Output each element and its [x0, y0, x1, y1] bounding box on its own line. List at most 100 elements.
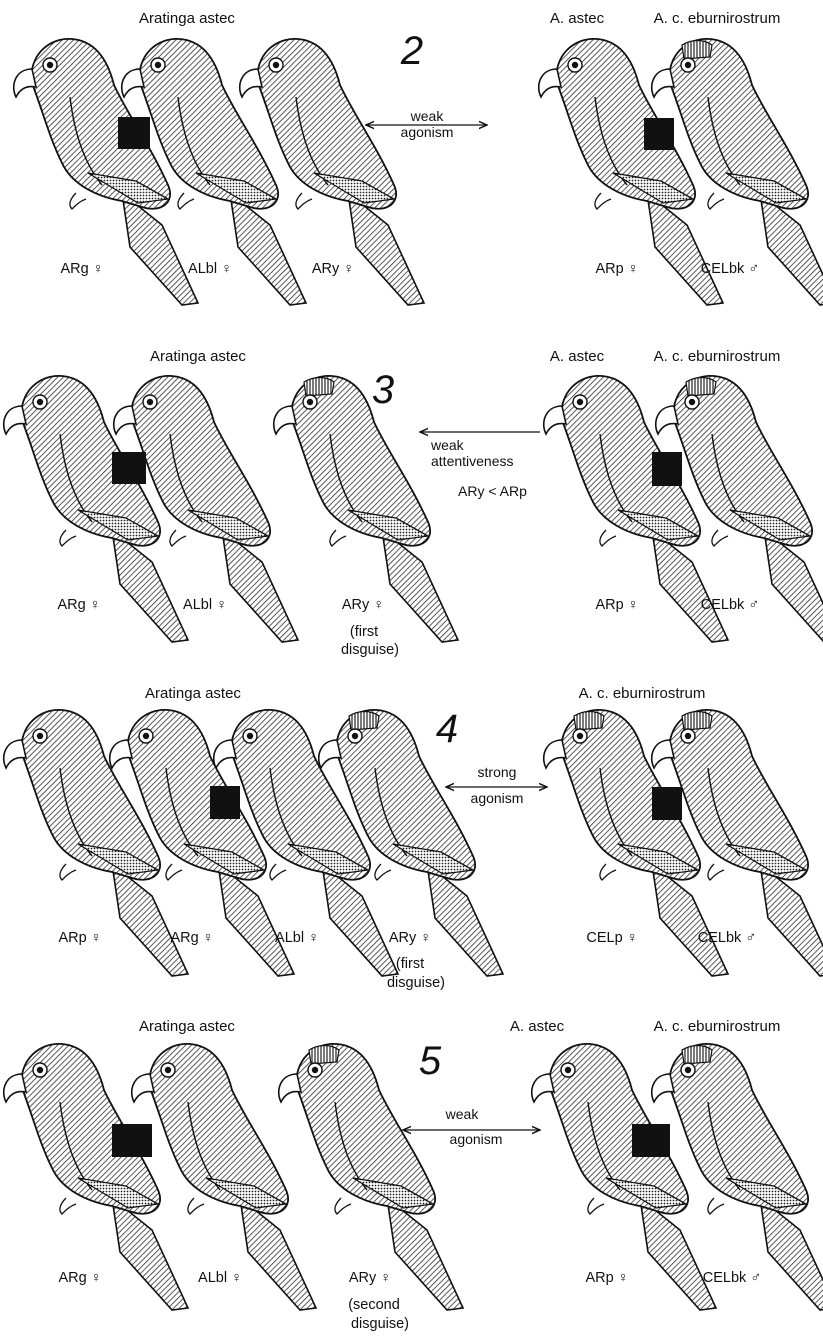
tail [758, 862, 823, 977]
foot [69, 192, 87, 210]
pupil [576, 732, 584, 740]
panel-number: 4 [436, 707, 458, 751]
parakeet [650, 709, 823, 977]
beak [112, 405, 138, 436]
beak [12, 68, 38, 99]
wing-patch [287, 843, 371, 875]
body [335, 709, 476, 881]
foot [59, 1197, 77, 1215]
interaction-label-line-2: agonism [401, 124, 454, 140]
panel-heading-right-1: A. c. eburnirostrum [579, 685, 706, 702]
pupil [36, 1066, 44, 1074]
panel-heading-right-1: A. astec [510, 1018, 565, 1035]
body [148, 1043, 289, 1215]
disguise-note-line-1: (first [350, 624, 378, 640]
tail [110, 1196, 190, 1311]
foot [707, 192, 725, 210]
body [20, 1043, 161, 1215]
parakeet [650, 38, 823, 306]
beak [277, 1073, 303, 1104]
body [560, 709, 701, 881]
tail [110, 862, 190, 977]
bird-label: ARg ♀ [57, 597, 100, 613]
body [290, 375, 431, 547]
panel-5: Aratinga astec A. astec A. c. eburnirost… [2, 1018, 823, 1332]
foot [269, 863, 287, 881]
parakeet [277, 1043, 465, 1311]
parakeet [650, 1043, 823, 1311]
beak [650, 1073, 676, 1104]
body [138, 38, 279, 210]
tail [638, 1196, 718, 1311]
parakeet [130, 1043, 318, 1311]
parakeet [2, 1043, 190, 1311]
tail [762, 528, 823, 643]
disguise-note-line-1: (second [348, 1297, 400, 1313]
parakeet [120, 38, 308, 306]
bird-label: ALbl ♀ [188, 261, 232, 277]
bird-label: ARg ♀ [58, 1270, 101, 1286]
wing-patch [77, 1177, 161, 1209]
parakeet [2, 375, 190, 643]
pupil [36, 398, 44, 406]
interaction-label-line-1: weak [410, 108, 445, 124]
tail [758, 191, 823, 306]
panel-number: 2 [400, 29, 423, 73]
beak [120, 68, 146, 99]
wing-patch [187, 509, 271, 541]
perch-band [210, 786, 240, 819]
parakeet [12, 38, 200, 306]
panel-heading-right-2: A. c. eburnirostrum [654, 1018, 781, 1035]
body [30, 38, 171, 210]
beak [537, 68, 563, 99]
parakeet [108, 709, 296, 977]
interaction-label-line-1: strong [478, 764, 517, 780]
wing-patch [617, 843, 701, 875]
body [548, 1043, 689, 1215]
foot [329, 529, 347, 547]
disguise-note-line-1: (first [396, 956, 424, 972]
panel-heading-left: Aratinga astec [145, 685, 241, 702]
foot [707, 1197, 725, 1215]
panel-number: 3 [372, 368, 394, 412]
tail [216, 862, 296, 977]
wing-patch [392, 843, 476, 875]
bird-label: ARp ♀ [58, 930, 101, 946]
pupil [311, 1066, 319, 1074]
body [230, 709, 371, 881]
head-stripes [303, 376, 335, 397]
bird-label: ARy ♀ [312, 261, 354, 277]
body [672, 375, 813, 547]
bird-group-left [2, 709, 505, 977]
wing-patch [77, 509, 161, 541]
panel-2: Aratinga astec A. astec A. c. eburnirost… [12, 10, 823, 306]
beak [530, 1073, 556, 1104]
panel-4: Aratinga astec A. c. eburnirostrum 4 str… [2, 685, 823, 991]
pupil [142, 732, 150, 740]
foot [599, 529, 617, 547]
head-stripes [681, 39, 713, 60]
tail [758, 1196, 823, 1311]
parakeet [272, 375, 460, 643]
bird-group-right [530, 1043, 823, 1311]
pupil [684, 61, 692, 69]
perch-band [652, 787, 682, 820]
bird-label: ALbl ♀ [198, 1270, 242, 1286]
panel-heading-right-1: A. astec [550, 10, 605, 27]
pupil [576, 398, 584, 406]
wing-patch [313, 172, 397, 204]
pupil [351, 732, 359, 740]
beak [272, 405, 298, 436]
disguise-note-line-2: disguise) [351, 1316, 409, 1332]
body [20, 375, 161, 547]
rank-note: ARy < ARp [458, 483, 527, 499]
tail [650, 528, 730, 643]
pupil [164, 1066, 172, 1074]
wing-patch [725, 1177, 809, 1209]
tail [120, 191, 200, 306]
perch-band [632, 1124, 670, 1157]
interaction-label-line-2: agonism [450, 1131, 503, 1147]
interaction-label-line-2: agonism [471, 790, 524, 806]
foot [711, 529, 729, 547]
beak [2, 405, 28, 436]
